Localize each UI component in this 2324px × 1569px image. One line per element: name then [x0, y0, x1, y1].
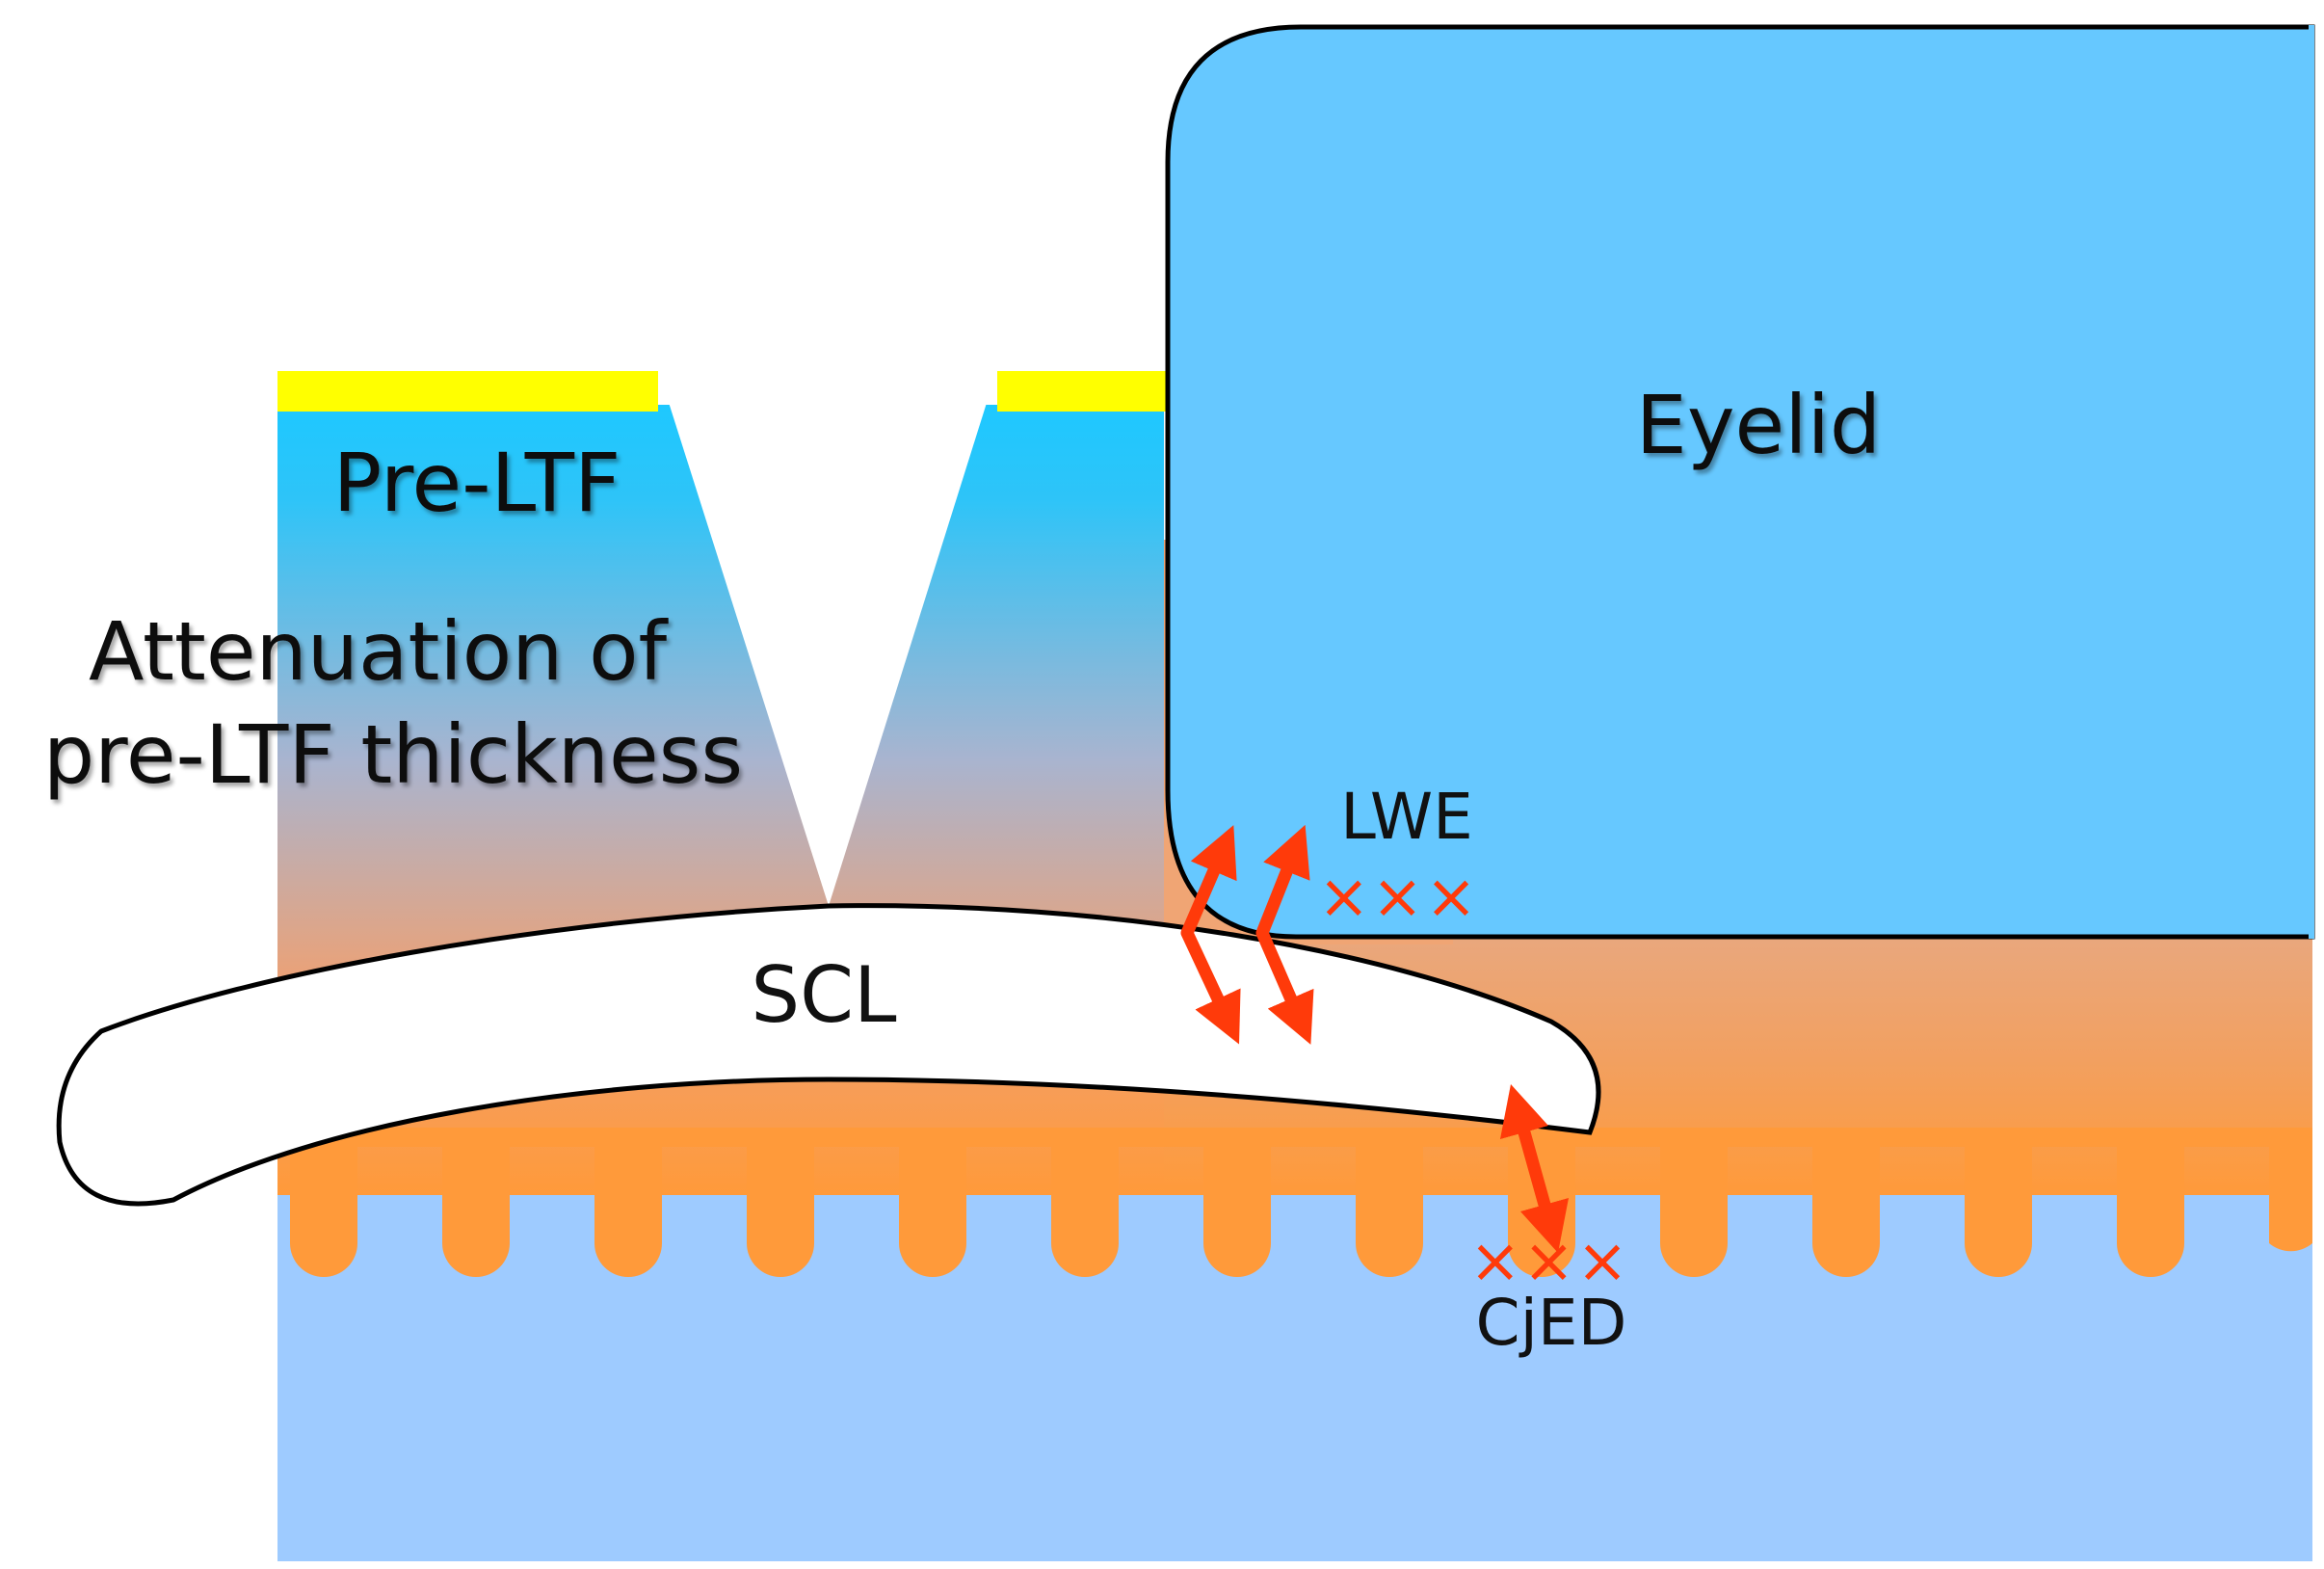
scl-label: SCL	[751, 950, 897, 1040]
tear-surface-layer-left	[277, 371, 658, 412]
exchange-arrow-icon	[1180, 825, 1241, 1045]
eyelid-right-edge	[2309, 25, 2314, 939]
lwe-label: LWE	[1340, 780, 1473, 854]
lwe-damage-marks: ×××	[1318, 862, 1479, 933]
exchange-arrow-icon	[1255, 824, 1314, 1045]
lwe-exchange-arrows	[1180, 824, 1314, 1045]
attenuation-wedge	[658, 369, 997, 906]
cjed-label: CjED	[1476, 1286, 1627, 1360]
conjunctival-epithelium-edge	[277, 1128, 2312, 1277]
exchange-arrow-icon	[1499, 1083, 1570, 1254]
attenuation-label-line1: Attenuation of	[89, 604, 669, 699]
attenuation-label-line2: pre-LTF thickness	[43, 707, 743, 802]
eyelid-shape	[1165, 24, 2315, 940]
cjed-damage-marks: ×××	[1469, 1226, 1630, 1297]
tear-surface-layer-right	[997, 371, 1171, 412]
pre-ltf-label: Pre-LTF	[333, 436, 621, 530]
cjed-exchange-arrow	[1499, 1083, 1570, 1254]
eyelid-label: Eyelid	[1636, 378, 1881, 472]
